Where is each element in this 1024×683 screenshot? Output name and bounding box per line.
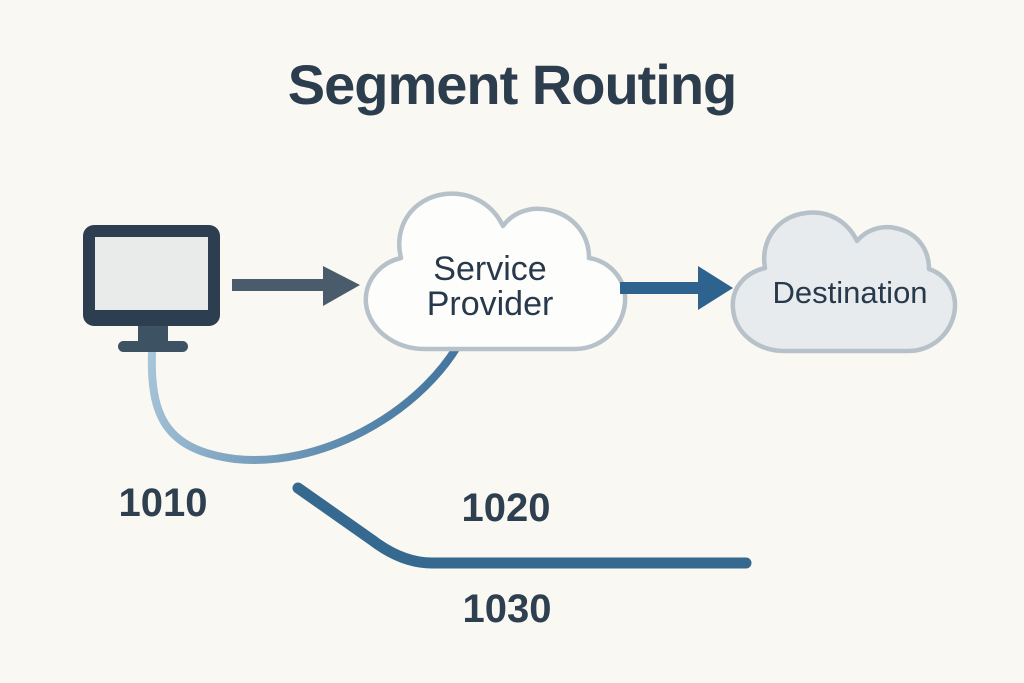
segment-1010-curve-line bbox=[147, 343, 461, 464]
arrow-provider-to-destination-icon bbox=[620, 266, 733, 310]
service-provider-label-line1: Service bbox=[433, 250, 547, 288]
destination-cloud bbox=[730, 210, 958, 354]
segment-id-1020: 1020 bbox=[461, 486, 551, 530]
destination-label: Destination bbox=[772, 275, 928, 310]
segment-id-1010: 1010 bbox=[118, 481, 208, 525]
segment-1030-line bbox=[292, 482, 752, 569]
service-provider-label: Service Provider bbox=[426, 250, 554, 324]
arrow-source-to-provider-icon bbox=[232, 266, 360, 306]
segment-id-1030: 1030 bbox=[462, 587, 552, 631]
computer-monitor-icon bbox=[83, 225, 220, 352]
service-provider-label-line2: Provider bbox=[426, 285, 554, 324]
page-title: Segment Routing bbox=[287, 53, 738, 116]
